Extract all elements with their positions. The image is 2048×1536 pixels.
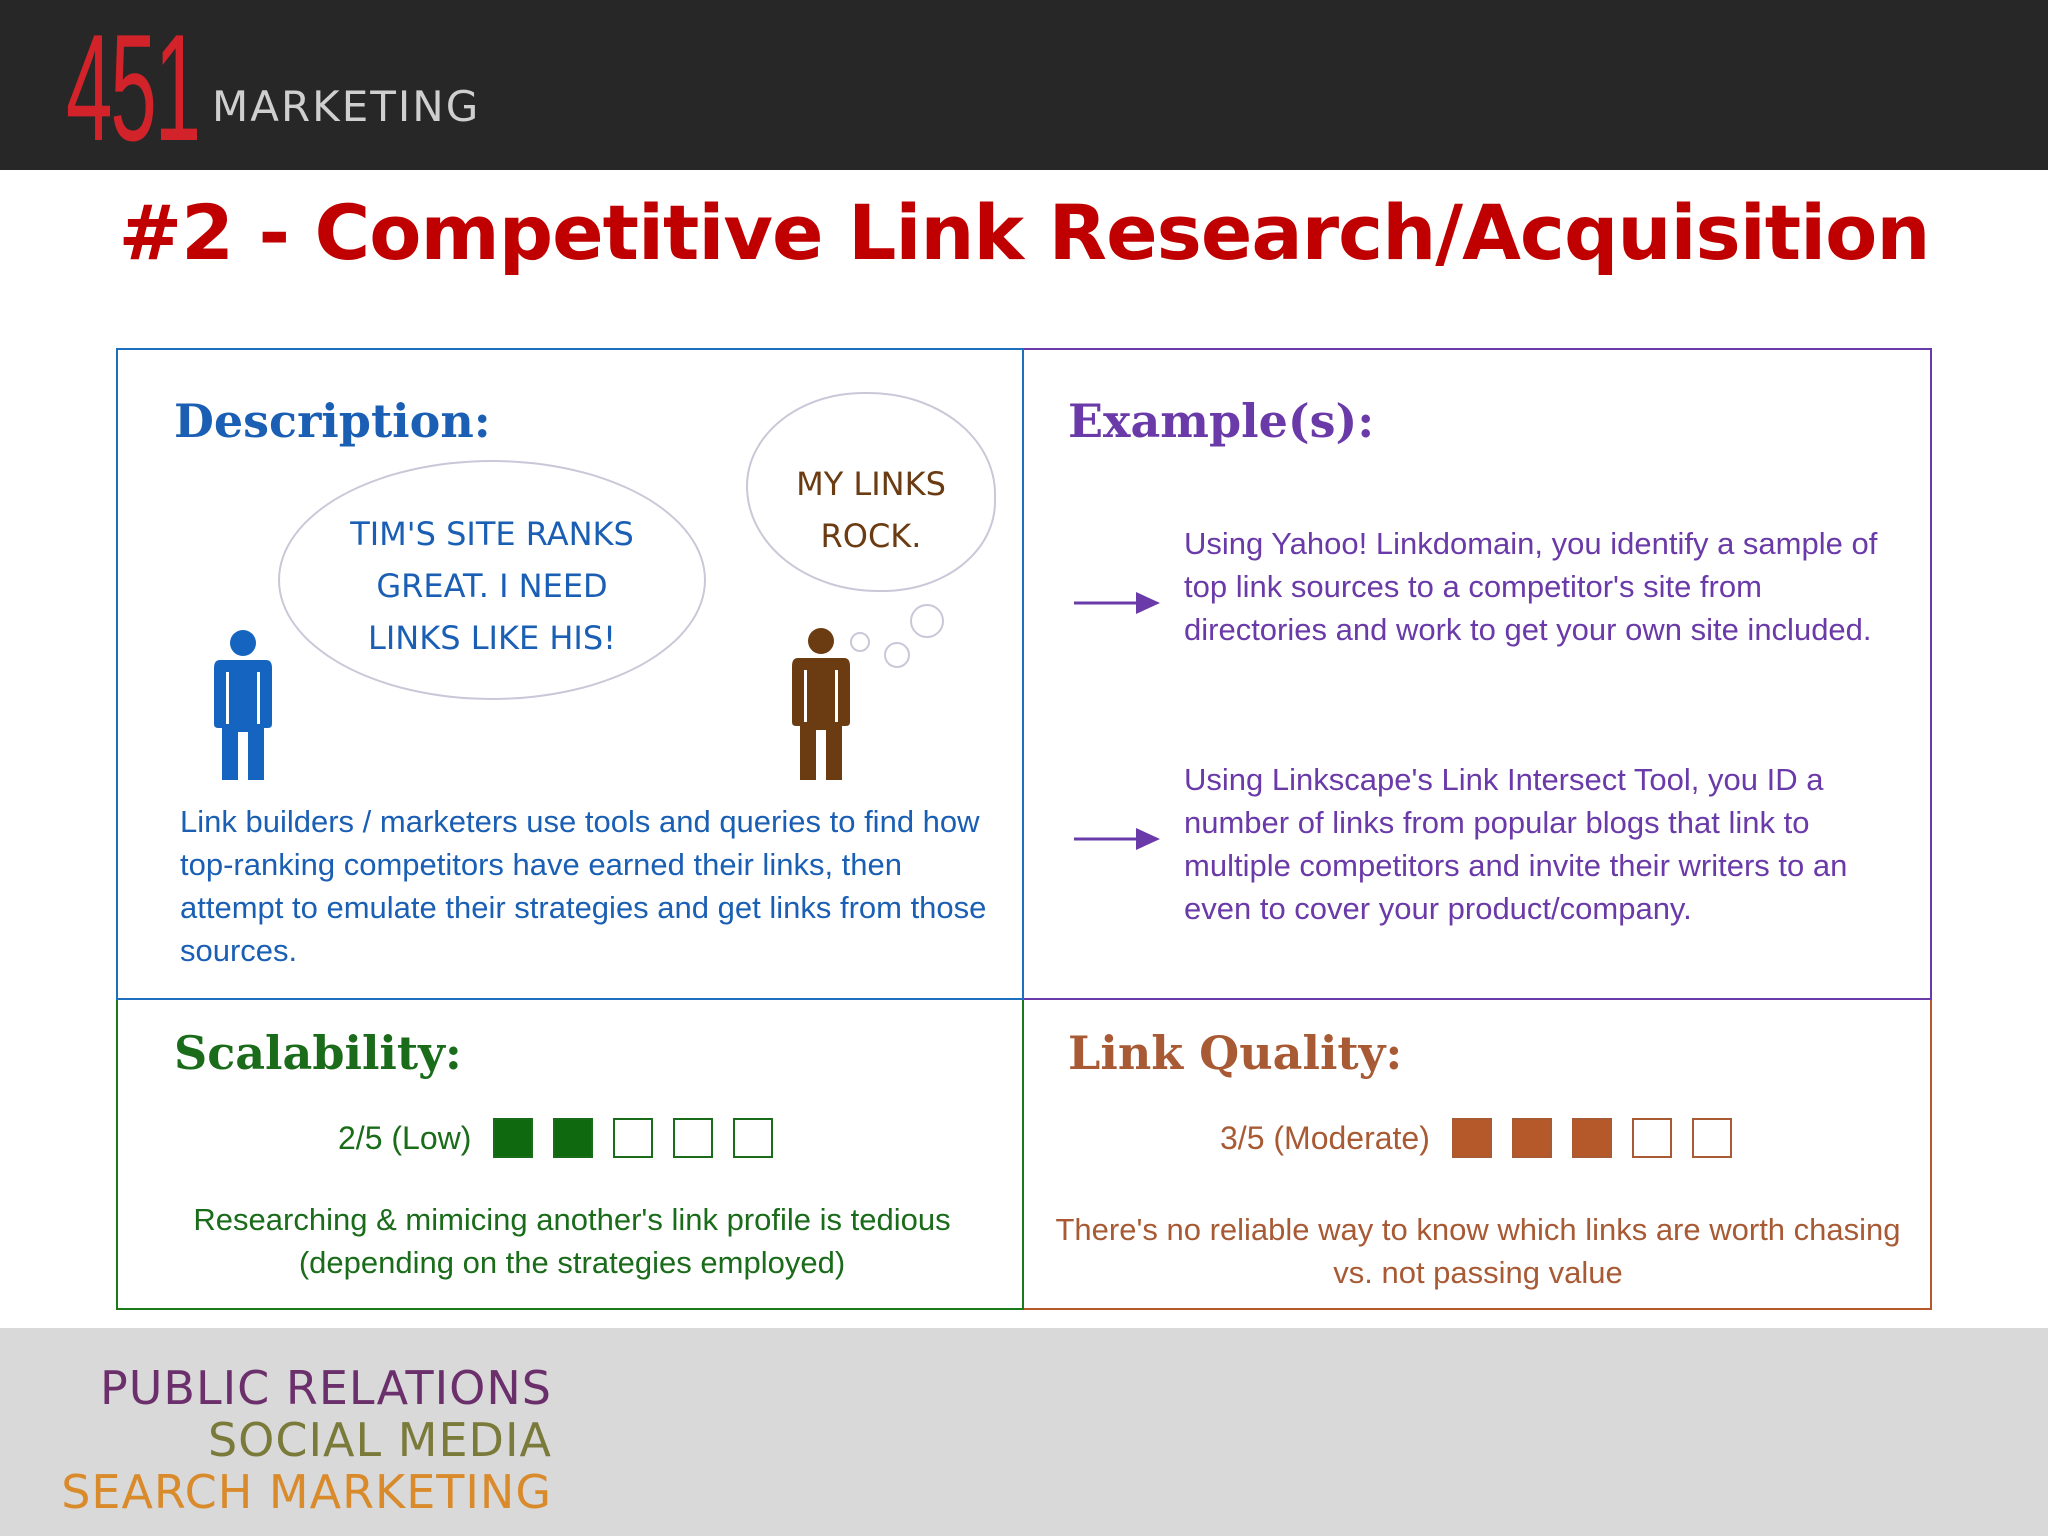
link-quality-rating-squares xyxy=(1451,1118,1752,1158)
speech-line-1: TIM'S SITE RANKS xyxy=(350,515,634,553)
footer-line-social-media: SOCIAL MEDIA xyxy=(207,1413,552,1467)
scalability-rating-label: 2/5 (Low) xyxy=(338,1119,472,1156)
link-quality-panel: Link Quality: 3/5 (Moderate) There's no … xyxy=(1024,1000,1932,1310)
rating-square-filled xyxy=(1451,1118,1492,1158)
description-heading: Description: xyxy=(174,394,491,448)
thought-line-1: MY LINKS xyxy=(796,465,946,503)
thought-dot-icon xyxy=(910,604,944,638)
thought-dot-icon xyxy=(884,642,910,668)
rating-square-empty xyxy=(1691,1118,1732,1158)
description-body: Link builders / marketers use tools and … xyxy=(180,804,987,968)
footer-bar: PUBLIC RELATIONS SOCIAL MEDIA SEARCH MAR… xyxy=(0,1328,2048,1536)
rating-square-empty xyxy=(613,1118,654,1158)
rating-square-filled xyxy=(1571,1118,1612,1158)
speech-line-2: GREAT. I NEED xyxy=(376,567,608,605)
thought-dot-icon xyxy=(850,632,870,652)
scalability-rating: 2/5 (Low) xyxy=(338,1118,793,1158)
example-item-1: Using Yahoo! Linkdomain, you identify a … xyxy=(1184,526,1878,647)
link-quality-text: There's no reliable way to know which li… xyxy=(1055,1212,1901,1290)
link-quality-heading: Link Quality: xyxy=(1068,1026,1403,1080)
link-quality-rating: 3/5 (Moderate) xyxy=(1220,1118,1752,1158)
thought-line-2: ROCK. xyxy=(820,517,922,555)
example-item-2: Using Linkscape's Link Intersect Tool, y… xyxy=(1184,762,1848,926)
speech-bubble-text: TIM'S SITE RANKS GREAT. I NEED LINKS LIK… xyxy=(278,508,706,664)
rating-square-empty xyxy=(673,1118,714,1158)
rating-square-empty xyxy=(733,1118,774,1158)
scalability-text: Researching & mimicing another's link pr… xyxy=(193,1202,951,1280)
rating-square-empty xyxy=(1631,1118,1672,1158)
logo-number: 451 xyxy=(66,3,201,173)
examples-heading: Example(s): xyxy=(1068,394,1375,448)
scalability-rating-squares xyxy=(493,1118,793,1158)
rating-square-filled xyxy=(553,1118,594,1158)
thought-bubble-text: MY LINKS ROCK. xyxy=(746,458,996,562)
speech-line-3: LINKS LIKE HIS! xyxy=(368,619,616,657)
speech-bubble-icon xyxy=(278,460,706,700)
examples-panel: Example(s): Using Yahoo! Linkdomain, you… xyxy=(1024,348,1932,1000)
arrow-right-icon xyxy=(1074,828,1160,850)
scalability-heading: Scalability: xyxy=(174,1026,462,1080)
logo-word: MARKETING xyxy=(212,82,481,131)
rating-square-filled xyxy=(493,1118,534,1158)
slide-title: #2 - Competitive Link Research/Acquisiti… xyxy=(118,188,1931,277)
person-blue-icon xyxy=(214,630,272,780)
header-bar: 451 MARKETING xyxy=(0,0,2048,170)
link-quality-rating-label: 3/5 (Moderate) xyxy=(1220,1119,1430,1156)
footer-line-public-relations: PUBLIC RELATIONS xyxy=(100,1361,552,1415)
rating-square-filled xyxy=(1511,1118,1552,1158)
scalability-panel: Scalability: 2/5 (Low) Researching & mim… xyxy=(116,1000,1024,1310)
description-panel: Description: TIM'S SITE RANKS GREAT. I N… xyxy=(116,348,1024,1000)
arrow-right-icon xyxy=(1074,592,1160,614)
thought-bubble-icon xyxy=(746,392,996,592)
footer-line-search-marketing: SEARCH MARKETING xyxy=(61,1465,552,1519)
person-brown-icon xyxy=(792,628,850,780)
